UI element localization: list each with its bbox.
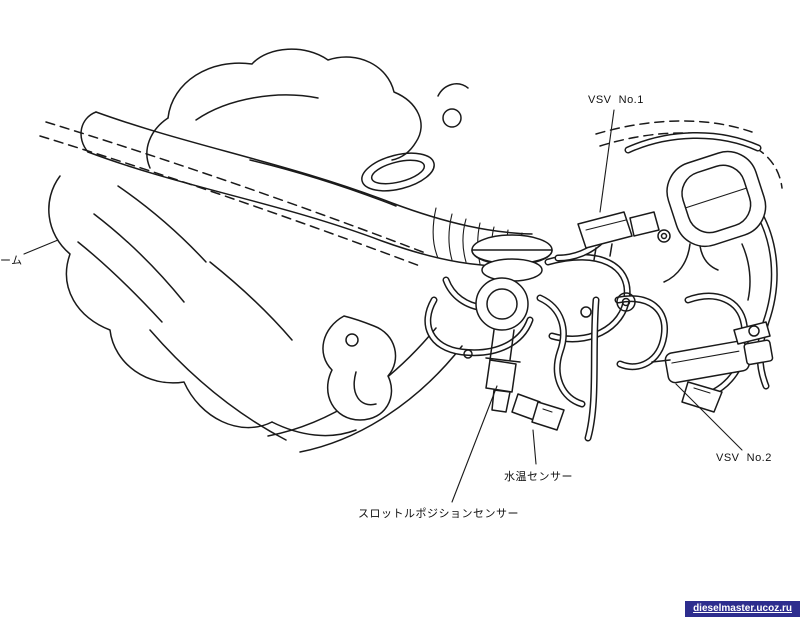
bolt-details-art	[463, 292, 636, 359]
label-left-edge-partial: ーム	[0, 255, 23, 267]
air-canister-art	[663, 150, 767, 301]
vsv2-art	[651, 321, 774, 413]
engine-outline-art	[39, 48, 783, 453]
water-temp-sensor-art	[511, 393, 565, 431]
leader-lines	[23, 109, 743, 503]
label-vsv-no2: VSV No.2	[716, 452, 772, 464]
egr-valve-art	[471, 234, 553, 363]
throttle-position-sensor-art	[485, 359, 517, 413]
bracket-hook-art	[322, 315, 397, 421]
label-throttle-position-sensor: スロットルポジションセンサー	[358, 508, 519, 520]
label-vsv-no1: VSV No.1	[588, 94, 644, 106]
label-water-temp-sensor: 水温センサー	[504, 471, 573, 483]
vsv1-art	[577, 211, 671, 261]
watermark: dieselmaster.ucoz.ru	[685, 601, 800, 617]
